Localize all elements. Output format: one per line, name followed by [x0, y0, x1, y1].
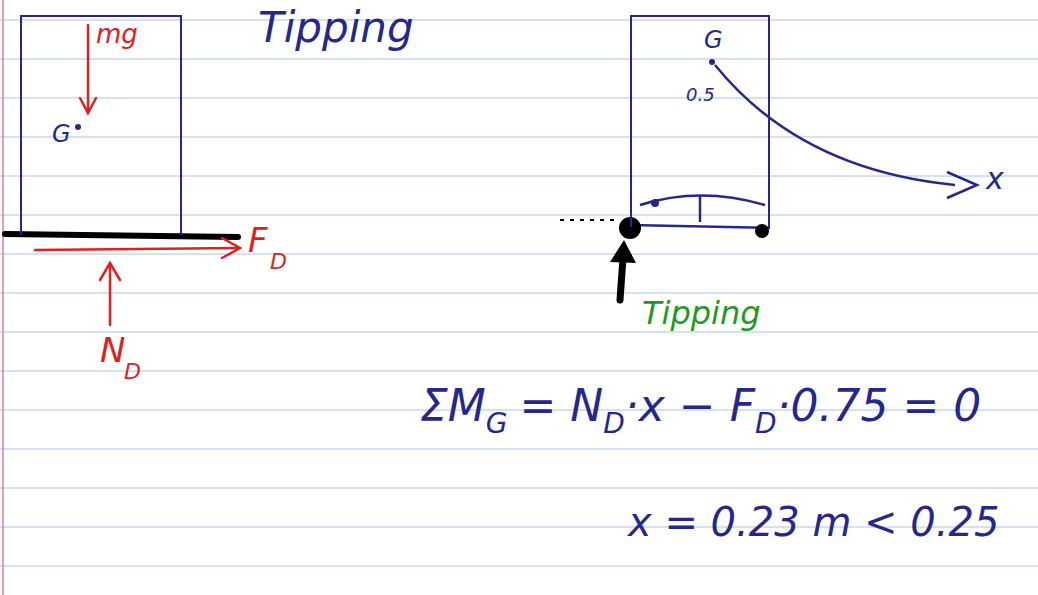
- tipping-note: Tipping: [642, 296, 761, 331]
- ruled-lines: [0, 20, 1038, 566]
- equation-term: ·0.75 = 0: [777, 382, 982, 430]
- force-symbol: F: [248, 222, 268, 259]
- equation-subscript: G: [486, 409, 508, 440]
- leader-curve: [715, 65, 955, 185]
- equation-term: ΣM: [420, 382, 486, 430]
- force-symbol: N: [100, 332, 125, 369]
- force-subscript: D: [270, 250, 287, 274]
- dimension-tick: [699, 196, 702, 222]
- weight-label: mg: [96, 20, 138, 49]
- equation-subscript: D: [603, 409, 625, 440]
- center-of-gravity-dot: [75, 124, 81, 130]
- dimension-dot: [651, 199, 659, 207]
- dimension-label: 0.5: [686, 85, 715, 105]
- equation-term: = N: [519, 382, 603, 430]
- normal-arrow: [100, 263, 120, 325]
- ground-line: [5, 234, 238, 237]
- wheel: [755, 224, 769, 238]
- moment-equation: ΣMG= ND·x − FD·0.75 = 0: [420, 382, 981, 430]
- base-line: [630, 225, 770, 228]
- cog-label: G: [704, 27, 723, 53]
- block-body: Gmg: [20, 15, 182, 235]
- center-of-gravity-dot: [709, 59, 715, 65]
- block-body: G 0.5: [630, 15, 770, 227]
- weight-arrow: [80, 25, 96, 113]
- cog-label: G: [52, 121, 71, 147]
- equation-term: ·x − F: [625, 382, 755, 430]
- distance-label: x: [986, 162, 1004, 195]
- force-subscript: D: [124, 360, 141, 384]
- tipping-arrow: [610, 240, 636, 300]
- result-equation: x = 0.23 m < 0.25: [628, 500, 999, 544]
- equation-subscript: D: [755, 409, 777, 440]
- margin-line: [2, 0, 4, 595]
- dashed-line: [560, 219, 618, 221]
- leader-head: [947, 172, 977, 198]
- friction-arrow: [35, 238, 240, 258]
- sketch-title: Tipping: [258, 5, 414, 51]
